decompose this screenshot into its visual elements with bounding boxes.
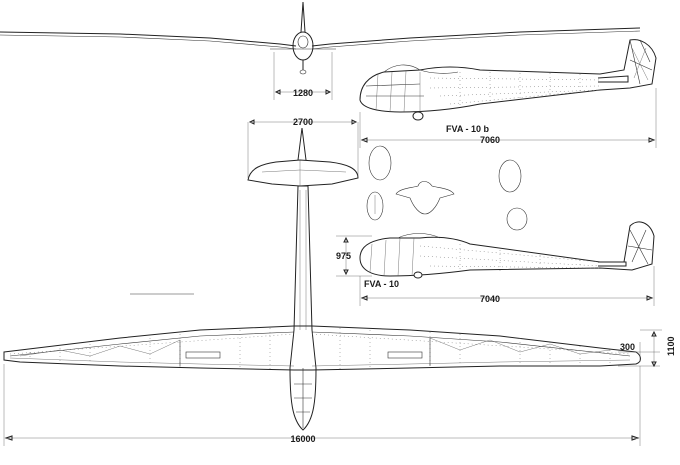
dim-label-length-a: 7040 (480, 294, 500, 304)
label-model-a: FVA - 10 (364, 279, 399, 289)
plan-right-airbrake (387, 351, 423, 359)
side-view-fva-10b: FVA - 10 b 7060 (359, 39, 657, 148)
front-view: 1280 (0, 1, 641, 100)
front-view-right-wing (311, 27, 641, 47)
dim-label-front-stabilizer: 1280 (293, 88, 313, 98)
front-view-left-wing (0, 31, 297, 47)
plan-wing (3, 325, 641, 371)
front-view-fin (300, 1, 306, 33)
plan-left-airbrake (185, 351, 221, 359)
section-5 (506, 207, 528, 231)
section-1 (368, 145, 392, 181)
dim-label-tip-height: 1100 (666, 336, 676, 356)
side-view-b-fuselage (359, 39, 657, 113)
section-2 (366, 191, 384, 221)
plan-view: 2700 16000 300 1100 (3, 117, 676, 446)
dim-label-wing-span: 16000 (290, 434, 315, 444)
dim-label-tip-chord: 300 (620, 342, 635, 352)
cross-sections (366, 145, 528, 231)
section-3 (395, 181, 455, 215)
dim-label-tailplane-span: 2700 (293, 117, 313, 127)
plan-fuselage (289, 185, 317, 431)
dim-label-height-a: 975 (336, 251, 351, 261)
dim-label-length-b: 7060 (480, 135, 500, 145)
plan-tailplane (247, 159, 359, 187)
label-model-b: FVA - 10 b (446, 124, 490, 134)
side-view-a-fuselage (359, 221, 655, 277)
side-view-fva-10: FVA - 10 975 7040 (336, 221, 655, 306)
section-4 (498, 159, 522, 193)
